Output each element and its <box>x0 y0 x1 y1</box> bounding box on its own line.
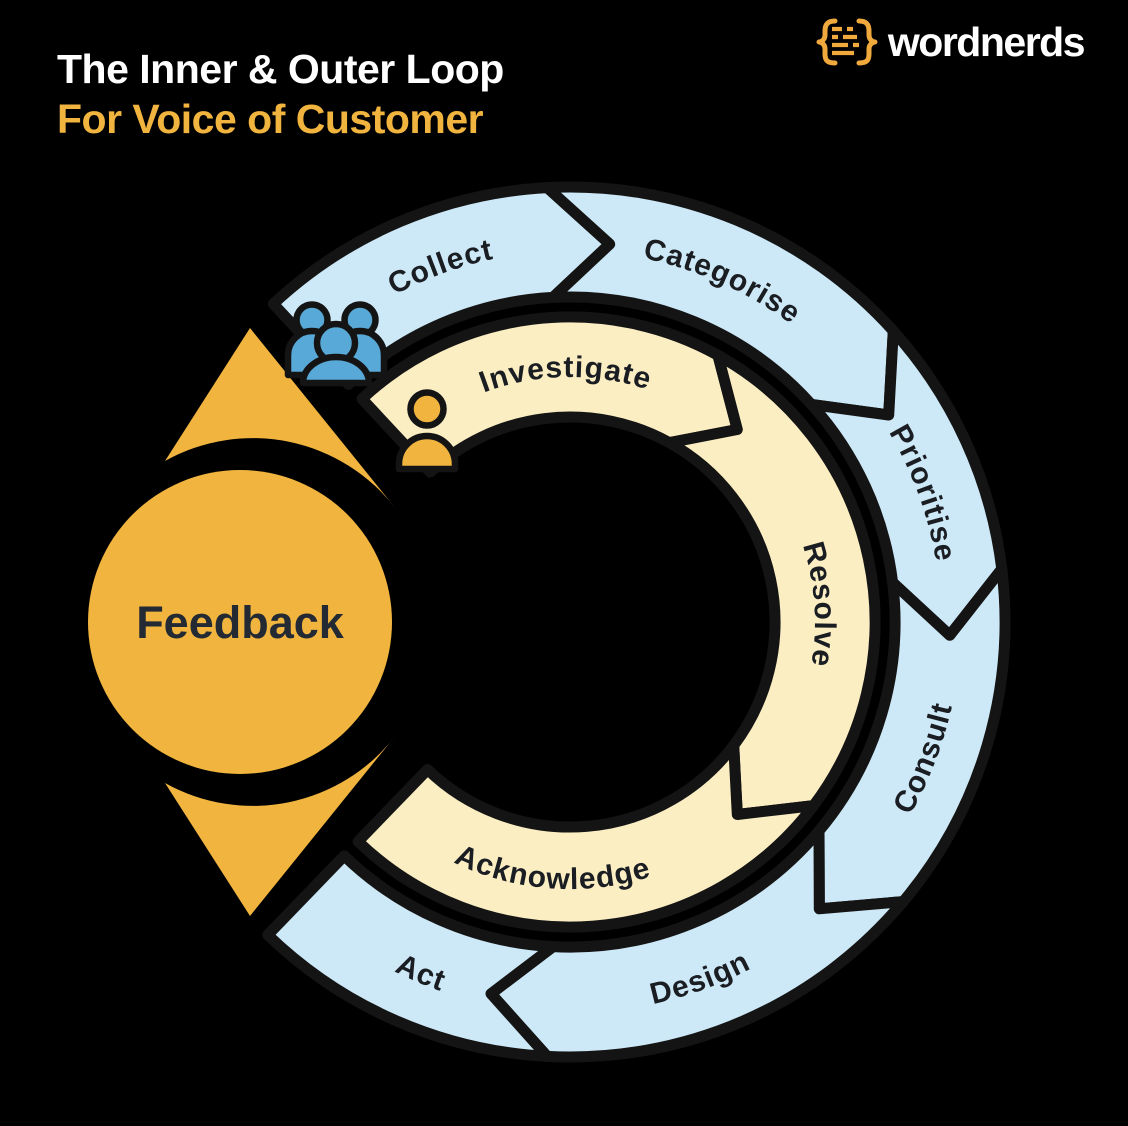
title-line2: For Voice of Customer <box>57 96 484 142</box>
right-brace <box>856 18 878 66</box>
page-title: The Inner & Outer Loop For Voice of Cust… <box>57 44 504 144</box>
feedback-beam-up <box>165 328 396 509</box>
text-lines <box>831 26 859 56</box>
inner-segment-acknowledge <box>352 739 820 933</box>
title-line1: The Inner & Outer Loop <box>57 46 504 92</box>
wordnerds-logo: wordnerds <box>814 16 1086 68</box>
feedback-beam-down <box>165 735 396 916</box>
feedback-label: Feedback <box>136 597 345 648</box>
braces-text-icon <box>816 18 878 66</box>
outer-segment-act <box>262 850 559 1062</box>
left-brace <box>816 18 838 66</box>
people-group-icon <box>284 301 388 387</box>
person-icon <box>395 389 459 473</box>
feedback-circle <box>88 470 392 774</box>
logo-wordmark: wordnerds <box>887 18 1086 65</box>
